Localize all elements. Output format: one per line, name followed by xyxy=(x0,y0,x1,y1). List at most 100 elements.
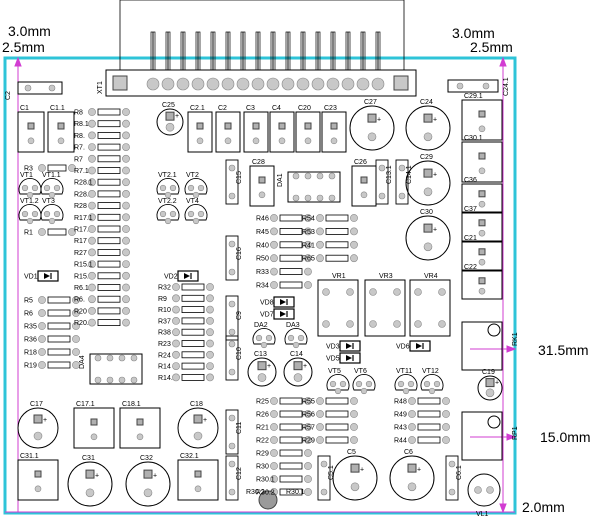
component-label: VD7 xyxy=(260,312,274,319)
pad xyxy=(143,469,153,479)
resistor-body xyxy=(97,295,121,303)
pad xyxy=(350,463,360,473)
resistor-body xyxy=(279,281,303,289)
pad xyxy=(316,214,324,222)
pad xyxy=(122,271,130,280)
capacitor-body xyxy=(177,459,219,501)
capacitor-body xyxy=(461,212,503,242)
component-label: R54 xyxy=(302,216,315,223)
pad xyxy=(172,362,180,370)
pad xyxy=(393,288,401,296)
component-label: R41 xyxy=(302,242,315,249)
component-label: C15 xyxy=(236,171,243,184)
pad xyxy=(304,436,312,444)
pad xyxy=(293,361,303,371)
connector-pin xyxy=(300,31,306,71)
pad xyxy=(304,462,312,470)
pad xyxy=(221,77,235,91)
component-label: R17 xyxy=(74,238,87,245)
pad xyxy=(53,210,61,218)
capacitor-body xyxy=(243,111,269,153)
pad xyxy=(448,460,456,468)
transistor-body xyxy=(326,373,350,391)
component-label: R15. xyxy=(74,273,89,280)
component-label: R26 xyxy=(256,412,269,419)
component-label: VT3 xyxy=(42,198,55,205)
component-label: C14 xyxy=(290,351,303,358)
component-label: VD6 xyxy=(396,344,410,351)
resistor-body xyxy=(97,190,121,198)
pad xyxy=(485,378,495,388)
component-label: + xyxy=(175,113,179,120)
component-label: R37 xyxy=(158,318,171,325)
component-label: C27 xyxy=(364,99,377,106)
pad xyxy=(90,418,98,426)
pad xyxy=(122,189,130,198)
component-label: R15.1 xyxy=(74,262,93,269)
resistor-body xyxy=(97,260,121,268)
resistor-body xyxy=(325,423,349,431)
component-label: C1.1 xyxy=(50,105,65,112)
pad xyxy=(176,77,190,91)
component-label: R30 xyxy=(256,464,269,471)
pad xyxy=(228,460,236,468)
pad xyxy=(478,110,486,118)
pad xyxy=(258,191,266,199)
electrolytic-cap xyxy=(125,461,171,507)
pad xyxy=(408,436,416,444)
pad xyxy=(350,240,358,249)
pad xyxy=(34,485,42,493)
trimmer-body xyxy=(409,279,451,337)
resistor-body xyxy=(47,348,71,356)
connector-pin xyxy=(180,31,186,71)
pad xyxy=(48,191,56,199)
pad xyxy=(206,362,214,370)
component-label: C29 xyxy=(420,154,433,161)
transistor-body xyxy=(184,177,208,195)
mounting-pad xyxy=(112,75,128,91)
pad xyxy=(106,354,114,362)
component-label: C20 xyxy=(298,105,311,112)
pad xyxy=(122,260,130,268)
pad xyxy=(423,168,433,178)
pad xyxy=(478,200,486,208)
transistor-body xyxy=(156,177,180,195)
pad xyxy=(304,137,312,145)
pad xyxy=(122,108,130,116)
electrolytic-cap xyxy=(17,407,59,449)
resistor-body xyxy=(279,488,303,496)
component-label: RP1 xyxy=(512,426,519,440)
resistor-body xyxy=(97,120,121,128)
connector-xt1 xyxy=(105,0,417,97)
transistor-body xyxy=(252,327,276,345)
pad xyxy=(355,380,363,388)
resistor-body xyxy=(97,178,121,186)
component-label: C2 xyxy=(5,91,12,100)
component-label: DA1 xyxy=(277,173,284,187)
pad xyxy=(169,184,177,192)
component-label: C22 xyxy=(464,264,477,271)
resistor-body xyxy=(279,462,303,470)
component-label: C13.1 xyxy=(386,165,393,184)
pad xyxy=(438,288,446,296)
pad xyxy=(304,449,312,457)
pad xyxy=(85,469,95,479)
resistor-body xyxy=(97,307,121,315)
component-label: + xyxy=(433,171,437,178)
pad xyxy=(485,388,495,398)
pad xyxy=(193,431,203,441)
pad xyxy=(38,335,46,343)
capacitor-body xyxy=(17,81,63,95)
trimmer-body xyxy=(364,279,406,337)
component-label: R65 xyxy=(302,256,315,263)
component-label: + xyxy=(433,226,437,233)
pad xyxy=(350,436,358,444)
pad xyxy=(367,113,377,123)
pad xyxy=(378,164,386,172)
pad xyxy=(266,77,280,91)
pad xyxy=(423,380,431,388)
electrolytic-cap xyxy=(177,407,219,449)
pad xyxy=(33,414,43,424)
pad xyxy=(88,108,96,116)
component-label: R30.2 xyxy=(256,490,275,497)
